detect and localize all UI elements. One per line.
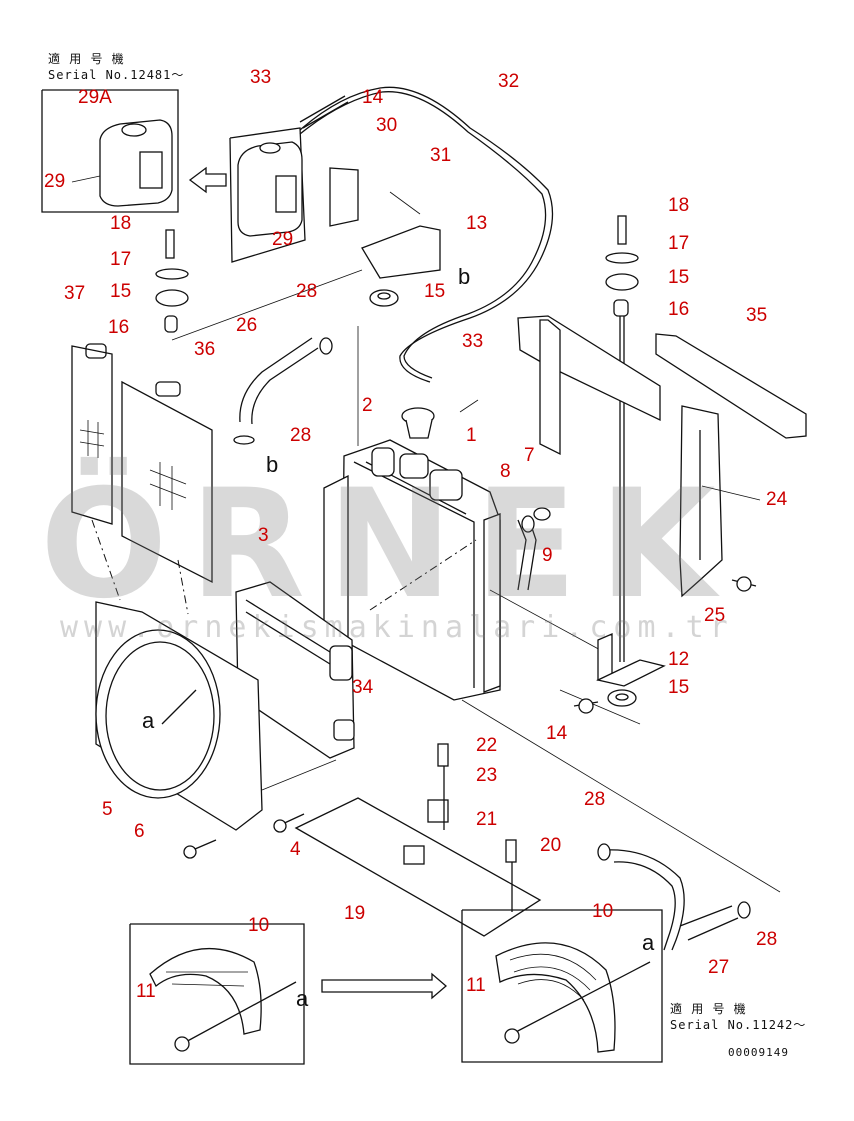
callout-17-left: 17 <box>110 249 132 270</box>
callout-9: 9 <box>542 545 553 566</box>
callout-12: 12 <box>668 649 690 670</box>
callout-5: 5 <box>102 799 113 820</box>
callout-27: 27 <box>708 957 730 978</box>
callout-21: 21 <box>476 809 498 830</box>
callout-23: 23 <box>476 765 498 786</box>
inset-pointer-arrow <box>188 166 227 194</box>
callout-37: 37 <box>64 283 86 304</box>
callout-28-end: 28 <box>756 929 778 950</box>
view-letter-b-lower: b <box>266 452 279 477</box>
callout-15-mid: 15 <box>424 281 446 302</box>
callout-28-upper: 28 <box>296 281 318 302</box>
callout-14-top: 14 <box>362 87 384 108</box>
side-baffles <box>517 315 807 598</box>
callout-4: 4 <box>290 839 301 860</box>
view-letter-a-left-inset: a <box>296 986 309 1011</box>
callout-31: 31 <box>430 145 452 166</box>
bottom-serial-title: 適 用 号 機 <box>670 1002 747 1016</box>
callout-18-right: 18 <box>668 195 690 216</box>
undercover-plate <box>294 743 542 937</box>
bottom-serial-number: Serial No.11242～ <box>670 1018 807 1032</box>
callout-30: 30 <box>376 115 398 136</box>
callout-28-lower: 28 <box>584 789 606 810</box>
top-serial-title: 適 用 号 機 <box>48 52 125 66</box>
callout-17-right: 17 <box>668 233 690 254</box>
callout-15-right: 15 <box>668 267 690 288</box>
callout-20: 20 <box>540 835 562 856</box>
lower-bracket <box>596 633 666 707</box>
radiator-cap <box>401 407 435 439</box>
callout-11-right: 11 <box>466 975 486 996</box>
callout-25: 25 <box>704 605 726 626</box>
callout-15-left: 15 <box>110 281 132 302</box>
callout-35: 35 <box>746 305 768 326</box>
callout-32: 32 <box>498 71 520 92</box>
callout-3: 3 <box>258 525 269 546</box>
callout-28-mid: 28 <box>290 425 312 446</box>
callout-26: 26 <box>236 315 258 336</box>
callout-19: 19 <box>344 903 366 924</box>
callout-11-left: 11 <box>136 981 156 1002</box>
callout-8: 8 <box>500 461 511 482</box>
view-letter-a-shroud: a <box>142 708 155 733</box>
callout-18-left: 18 <box>110 213 132 234</box>
view-letter-a-right-inset: a <box>642 930 655 955</box>
inset-frame-bottom-left <box>129 923 305 1065</box>
inset-frame-top-left <box>41 89 179 213</box>
callout-1: 1 <box>466 425 477 446</box>
mount-hardware-right <box>605 215 639 662</box>
top-serial-number: Serial No.12481～ <box>48 68 185 82</box>
callout-10-left: 10 <box>248 915 270 936</box>
callout-29a: 29A <box>78 87 112 108</box>
fan-shroud <box>95 601 263 831</box>
mount-hardware-left <box>155 229 189 333</box>
bolt-top <box>299 95 349 129</box>
callout-10-right: 10 <box>592 901 614 922</box>
callout-16-right: 16 <box>668 299 690 320</box>
shroud-bolts <box>183 576 757 859</box>
callout-36: 36 <box>194 339 216 360</box>
callout-22: 22 <box>476 735 498 756</box>
inset-frame-bottom-right <box>461 909 663 1063</box>
callout-33-mid: 33 <box>462 331 484 352</box>
callout-6: 6 <box>134 821 145 842</box>
callout-14-lower: 14 <box>546 723 568 744</box>
view-letter-b-upper: b <box>458 264 471 289</box>
callout-16-left: 16 <box>108 317 130 338</box>
callout-34: 34 <box>352 677 374 698</box>
inset-transfer-arrow <box>321 972 447 1000</box>
callout-2: 2 <box>362 395 373 416</box>
callout-15-lower: 15 <box>668 677 690 698</box>
callout-13: 13 <box>466 213 488 234</box>
oil-cooler <box>235 581 355 759</box>
assembly-outline <box>171 269 781 893</box>
lower-hose <box>597 843 751 951</box>
callout-24: 24 <box>766 489 788 510</box>
drain-fittings <box>517 507 551 591</box>
callout-33-top: 33 <box>250 67 272 88</box>
radiator-core <box>323 439 501 701</box>
drawing-number: 00009149 <box>728 1046 789 1059</box>
callout-29-inset: 29 <box>44 171 66 192</box>
callout-29-tank: 29 <box>272 229 294 250</box>
overflow-hose <box>299 86 554 383</box>
reserve-tank-frame <box>229 127 306 263</box>
bracket-assembly <box>329 167 441 307</box>
screen-panels <box>71 343 213 615</box>
callout-7: 7 <box>524 445 535 466</box>
upper-hose <box>233 337 333 445</box>
